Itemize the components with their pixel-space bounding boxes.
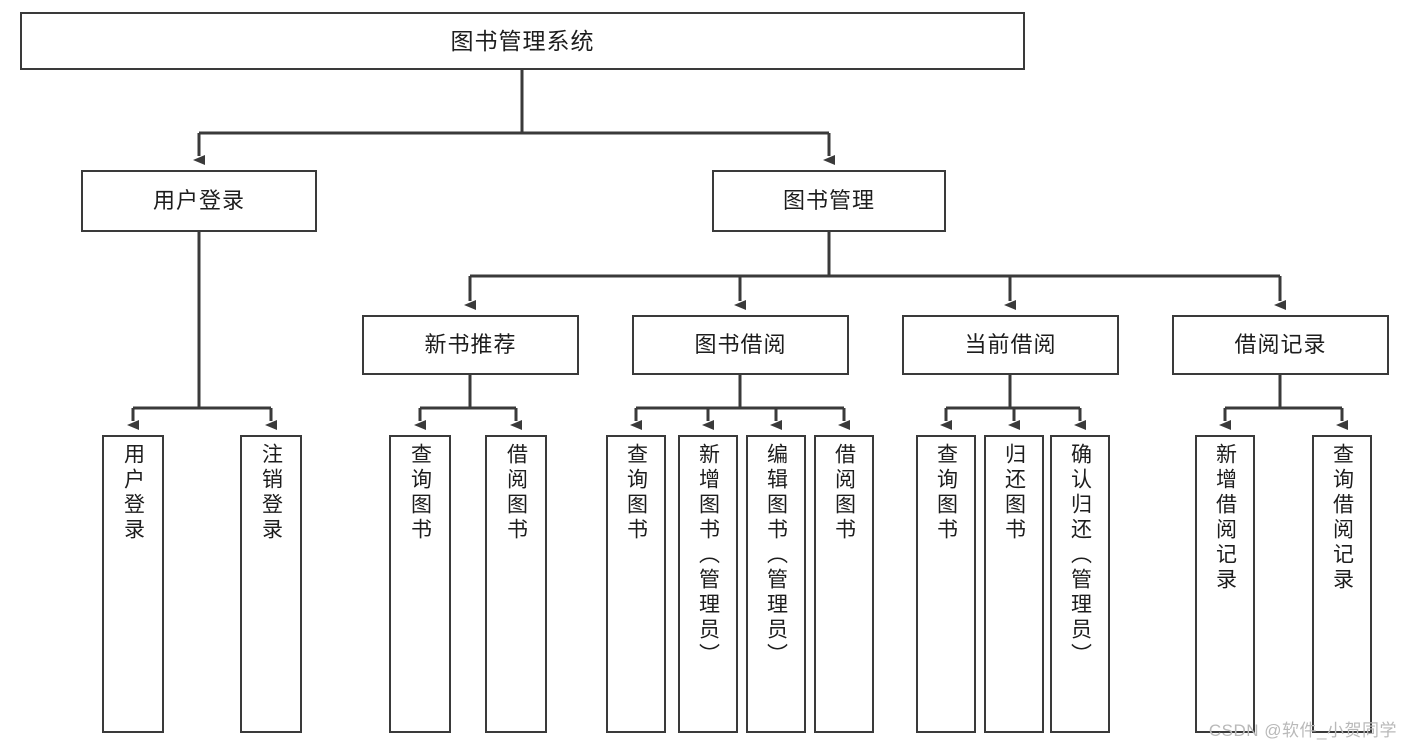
node-user-login[interactable]: 用户登录 — [81, 170, 317, 232]
leaf-label: 用户登录 — [121, 443, 145, 543]
leaf-query-borrow-record[interactable]: 查询借阅记录 — [1312, 435, 1372, 733]
leaf-label: 查询图书 — [934, 443, 958, 543]
leaf-label: 编辑图书（管理员） — [764, 443, 788, 668]
leaf-label: 注销登录 — [259, 443, 283, 543]
leaf-edit-book-admin[interactable]: 编辑图书（管理员） — [746, 435, 806, 733]
node-borrow-record[interactable]: 借阅记录 — [1172, 315, 1389, 375]
leaf-add-borrow-record[interactable]: 新增借阅记录 — [1195, 435, 1255, 733]
leaf-user-logout[interactable]: 注销登录 — [240, 435, 302, 733]
leaf-borrow-book-recommend[interactable]: 借阅图书 — [485, 435, 547, 733]
leaf-label: 查询借阅记录 — [1330, 443, 1354, 593]
node-book-borrow[interactable]: 图书借阅 — [632, 315, 849, 375]
leaf-add-book-admin[interactable]: 新增图书（管理员） — [678, 435, 738, 733]
leaf-label: 借阅图书 — [504, 443, 528, 543]
leaf-label: 归还图书 — [1002, 443, 1026, 543]
node-current-borrow[interactable]: 当前借阅 — [902, 315, 1119, 375]
node-book-management[interactable]: 图书管理 — [712, 170, 946, 232]
leaf-label: 查询图书 — [408, 443, 432, 543]
node-root-system[interactable]: 图书管理系统 — [20, 12, 1025, 70]
leaf-label: 新增图书（管理员） — [696, 443, 720, 668]
leaf-label: 查询图书 — [624, 443, 648, 543]
leaf-query-book-recommend[interactable]: 查询图书 — [389, 435, 451, 733]
watermark-text: CSDN @软件_小贺同学 — [1208, 721, 1397, 740]
leaf-query-book-borrow[interactable]: 查询图书 — [606, 435, 666, 733]
leaf-label: 新增借阅记录 — [1213, 443, 1237, 593]
leaf-label: 借阅图书 — [832, 443, 856, 543]
leaf-label: 确认归还（管理员） — [1068, 443, 1092, 668]
leaf-confirm-return-admin[interactable]: 确认归还（管理员） — [1050, 435, 1110, 733]
leaf-return-book[interactable]: 归还图书 — [984, 435, 1044, 733]
leaf-borrow-book[interactable]: 借阅图书 — [814, 435, 874, 733]
leaf-user-login[interactable]: 用户登录 — [102, 435, 164, 733]
node-new-book-recommend[interactable]: 新书推荐 — [362, 315, 579, 375]
leaf-query-book-current[interactable]: 查询图书 — [916, 435, 976, 733]
